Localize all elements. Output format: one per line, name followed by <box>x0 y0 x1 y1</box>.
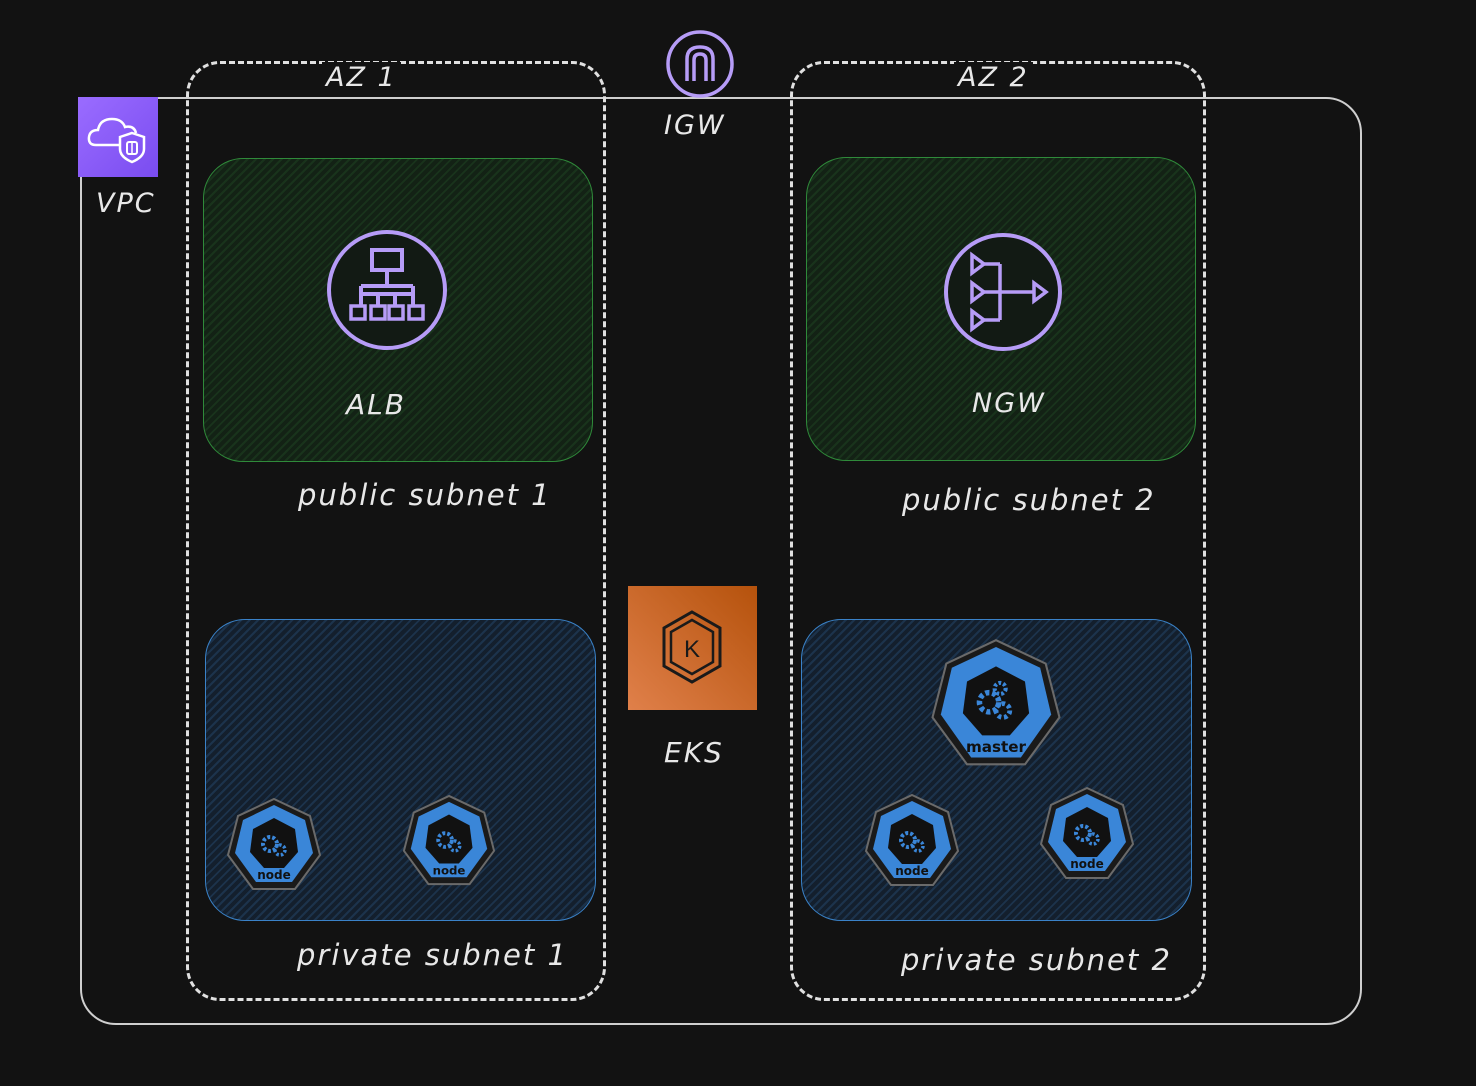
az2-label: AZ 2 <box>954 62 1033 93</box>
az1-label: AZ 1 <box>322 62 401 93</box>
igw-label: IGW <box>664 110 726 141</box>
private-subnet-1-label: private subnet 1 <box>297 938 568 972</box>
node-label: node <box>1070 857 1104 871</box>
k8s-node-icon-1: node <box>224 796 324 896</box>
k8s-node-icon-4: node <box>1037 785 1137 885</box>
alb-label: ALB <box>346 388 406 421</box>
alb-icon <box>325 228 449 352</box>
node-label: node <box>257 868 291 882</box>
ngw-icon <box>942 231 1064 353</box>
node-label: node <box>433 863 466 877</box>
private-subnet-2-label: private subnet 2 <box>901 943 1172 977</box>
k8s-node-icon-2: node <box>400 793 498 891</box>
private-subnet-1 <box>205 619 596 921</box>
eks-icon: K <box>628 586 757 710</box>
public-subnet-2-label: public subnet 2 <box>902 483 1156 517</box>
public-subnet-1-label: public subnet 1 <box>298 478 552 512</box>
vpc-label: VPC <box>96 188 156 219</box>
k8s-master-icon: master <box>927 636 1065 774</box>
k8s-node-icon-3: node <box>862 792 962 892</box>
eks-label: EKS <box>664 736 724 769</box>
ngw-label: NGW <box>972 388 1046 419</box>
eks-glyph: K <box>684 636 700 663</box>
node-label: node <box>895 864 929 878</box>
igw-icon <box>665 29 735 99</box>
vpc-container <box>80 97 1362 1025</box>
vpc-icon <box>78 97 158 177</box>
master-label: master <box>966 738 1027 756</box>
